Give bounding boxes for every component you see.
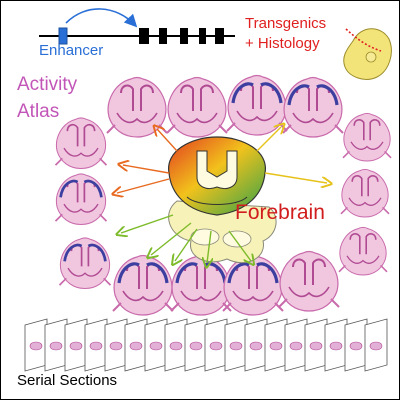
activity-atlas-label: Activity Atlas: [17, 71, 77, 125]
forebrain-schematic-icon: [168, 136, 277, 264]
enhancer-label: Enhancer: [39, 42, 104, 59]
transgenics-line2: + Histology: [245, 35, 320, 52]
serial-sections-label: Serial Sections: [17, 372, 118, 389]
transgenics-line1: Transgenics: [245, 15, 327, 32]
forebrain-label: Forebrain: [235, 201, 325, 224]
transgenics-label: Transgenics + Histology: [245, 14, 326, 54]
arrows: [117, 127, 327, 263]
atlas-line1: Activity: [17, 74, 78, 95]
atlas-line2: Atlas: [17, 101, 60, 122]
serial-slide-icon: [24, 318, 388, 372]
embryo-icon: [343, 28, 392, 80]
dna-locus-icon: [39, 8, 235, 45]
